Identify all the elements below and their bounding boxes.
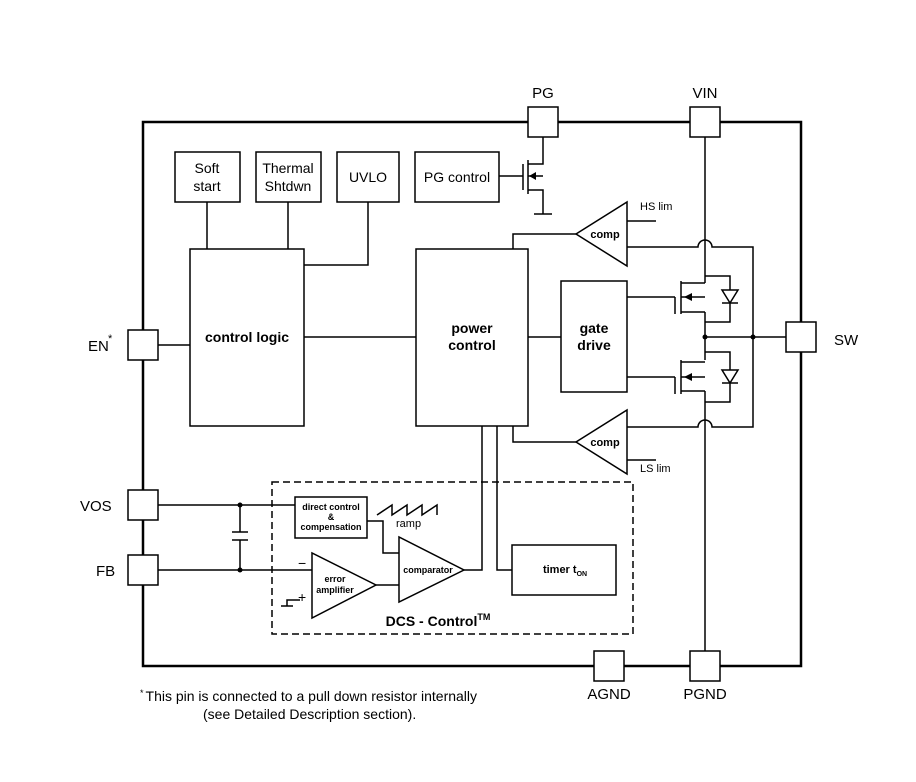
hs-sense-wire [627, 239, 754, 337]
soft-start-label-2: start [193, 178, 220, 194]
gate-drive-block [560, 280, 628, 393]
pg-transistor-arrow [529, 172, 536, 180]
ramp-label: ramp [396, 518, 421, 530]
footnote-line-1: *This pin is connected to a pull down re… [140, 688, 477, 704]
error-amp-label-2: amplifier [316, 585, 354, 595]
dcs-control-label: DCS - ControlTM [386, 612, 491, 629]
comparator [398, 535, 466, 604]
error-amp-ref [281, 599, 300, 607]
uvlo-block [336, 151, 400, 203]
sense-junction-dot [750, 334, 756, 340]
en-pin-label: EN [88, 338, 109, 355]
error-amp-label-1: error [324, 574, 346, 584]
error-amp-minus: − [298, 555, 306, 571]
ls-body-diode [720, 369, 740, 385]
vin-pin-label: VIN [692, 85, 717, 102]
vos-junction-dot [237, 502, 243, 508]
control-logic-label: control logic [205, 329, 289, 345]
direct-control-block [294, 496, 368, 539]
error-amplifier [311, 551, 378, 620]
vos-pin-label: VOS [80, 498, 112, 515]
ls-comp-label: comp [590, 437, 620, 449]
timer-label: timer tON [543, 564, 587, 578]
direct-control-label-2: & [328, 512, 335, 522]
pg-transistor [499, 137, 552, 215]
pgnd-pin [689, 650, 721, 682]
pg-pin [527, 106, 559, 138]
en-pin [127, 329, 159, 361]
vin-pin [689, 106, 721, 138]
power-control-label-1: power [451, 320, 493, 336]
chip-outline [141, 120, 803, 668]
direct-control-label-3: compensation [300, 522, 361, 532]
power-control-block [415, 248, 529, 427]
hs-mosfet-arrow [684, 293, 692, 301]
vos-pin [127, 489, 159, 521]
hs-comp-label: comp [590, 229, 620, 241]
soft-start-label-1: Soft [195, 160, 220, 176]
agnd-pin-label: AGND [587, 686, 631, 703]
ramp-waveform [376, 503, 438, 517]
ls-lim-label: LS lim [640, 463, 671, 475]
footnote-line-2: (see Detailed Description section). [203, 706, 416, 722]
pg-control-block [414, 151, 500, 203]
hs-body-diode [720, 289, 740, 305]
ls-mosfet-arrow [684, 373, 692, 381]
dcs-control-region [271, 481, 634, 635]
direct-control-label-1: direct control [302, 502, 360, 512]
hs-lim-label: HS lim [640, 201, 672, 213]
gate-drive-label-2: drive [577, 337, 611, 353]
uvlo-label: UVLO [349, 169, 387, 185]
dcs-wires [158, 426, 512, 586]
pgnd-pin-label: PGND [683, 686, 727, 703]
gate-drive-outputs [627, 296, 675, 378]
hs-mosfet [674, 281, 705, 314]
top-block-wires [206, 202, 369, 266]
hs-comp-wires [512, 220, 656, 249]
ls-comp-wires [512, 426, 656, 461]
fb-junction-dot [237, 567, 243, 573]
ls-sense-wire [627, 337, 754, 428]
fb-pin [127, 554, 159, 586]
agnd-pin [593, 650, 625, 682]
control-logic-wires [158, 336, 416, 346]
sw-junction-dot [702, 334, 708, 340]
hs-comparator [574, 200, 628, 268]
en-asterisk: * [108, 333, 113, 345]
ls-comparator [574, 408, 628, 476]
gate-drive-label-1: gate [580, 320, 609, 336]
sw-pin [785, 321, 817, 353]
thermal-shutdown-label-2: Shtdwn [265, 178, 312, 194]
comparator-label: comparator [403, 565, 453, 575]
pg-pin-label: PG [532, 85, 554, 102]
power-control-label-2: control [448, 337, 495, 353]
control-logic-block [189, 248, 305, 427]
fb-pin-label: FB [96, 563, 115, 580]
timer-block [511, 544, 617, 596]
ls-mosfet [674, 360, 705, 394]
thermal-shutdown-label-1: Thermal [262, 160, 313, 176]
pg-control-label: PG control [424, 169, 490, 185]
error-amp-plus: + [298, 589, 306, 605]
sw-pin-label: SW [834, 332, 859, 349]
